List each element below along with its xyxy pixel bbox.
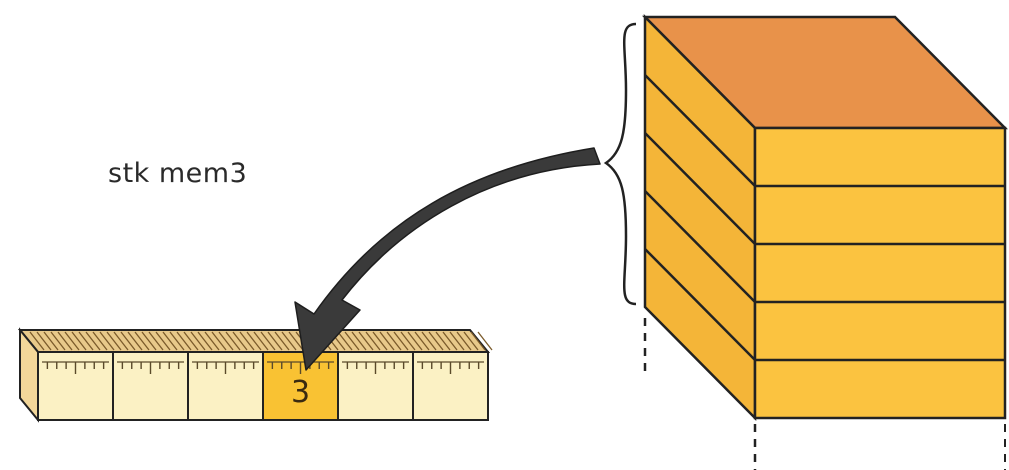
strip-cells: 3 [38, 352, 488, 420]
curly-brace-icon [606, 24, 636, 304]
strip-cell-label: 3 [291, 375, 310, 410]
stack-front-face [755, 128, 1005, 418]
memory-stack [645, 17, 1005, 470]
register-strip: 3 [20, 330, 492, 420]
caption-label: stk mem3 [108, 158, 247, 189]
